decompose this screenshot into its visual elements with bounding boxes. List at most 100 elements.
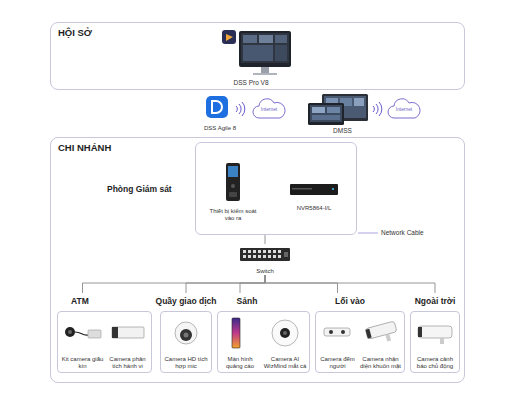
ad-display-icon (232, 318, 240, 348)
dss-agile-icon (206, 96, 228, 118)
fisheye-camera-icon (272, 320, 298, 346)
people-counting-camera-icon (341, 330, 345, 334)
device-node: Camera phân tích hành vi (105, 318, 150, 370)
switch-icon (263, 250, 266, 253)
box-camera-icon (112, 327, 144, 338)
dss-pro-monitor-icon (259, 35, 273, 43)
device-label: Camera cảnh báo chủ động (412, 356, 458, 370)
nvr-icon (332, 188, 334, 190)
dmss-monitor-icon (324, 96, 366, 118)
pinhole-camera-kit-icon (68, 330, 72, 334)
network-cable (265, 235, 266, 244)
wifi-symbol (236, 102, 245, 116)
room-panel: Thiết bị kiểm soát vào ra NVR5864-I/L Phòn… (105, 142, 357, 235)
zone-group: Camera đếm ngườiCamera nhận diện khuôn m… (315, 293, 405, 373)
legend-entry: Network Cable (358, 229, 424, 236)
pinhole-camera-kit-icon (75, 332, 88, 335)
dmss-monitor-icon (340, 98, 352, 106)
wifi-symbol (376, 104, 378, 114)
device-node: Camera đếm người (317, 318, 358, 370)
dss-pro-monitor-icon (239, 31, 291, 67)
heading: Sảnh (237, 296, 258, 306)
dss-pro-monitor-icon (226, 34, 233, 41)
switch-icon (248, 250, 251, 253)
pinhole-camera-kit-icon (65, 327, 101, 338)
device-node: Màn hình quảng cáo (219, 318, 261, 370)
wifi-symbol (379, 102, 382, 116)
switch-icon (240, 248, 290, 261)
device-node: Camera cảnh báo chủ động (412, 318, 458, 370)
bullet-camera-icon (365, 329, 371, 339)
zone-group: Camera HD tích hợp micQuầy giao dịch (160, 293, 212, 373)
switch-icon (263, 255, 266, 258)
dmss-monitor-icon (327, 107, 340, 113)
device-label: DMSS (305, 127, 380, 134)
bullet-camera-icon (440, 338, 444, 344)
device-node: Camera nhận diện khuôn mặt (358, 318, 403, 370)
device-label: Camera HD tích hợp mic (162, 356, 210, 370)
ad-display-icon (232, 318, 240, 348)
device-label: Switch (235, 268, 295, 275)
dss-pro-monitor-icon (275, 35, 287, 43)
wifi-symbol (373, 106, 374, 112)
device-node: Thiết bị kiểm soát vào ra (205, 158, 261, 222)
dmss-monitor-icon (354, 98, 364, 106)
switch-node: Switch (235, 244, 295, 275)
dss-pro-monitor-icon (241, 33, 289, 63)
bullet-camera-icon (418, 327, 422, 337)
network-cable (186, 275, 265, 293)
people-counting-camera-icon (324, 328, 350, 336)
zone-group: Camera cảnh báo chủ độngNgoài trời (410, 293, 460, 373)
legend: Network Cable (358, 229, 424, 236)
dss-pro-monitor-icon (261, 67, 269, 73)
nvr-icon (290, 184, 338, 195)
cloud-node: Internet (386, 97, 422, 121)
legend-text: Network Cable (381, 229, 424, 236)
dmss-monitor-icon (312, 107, 325, 113)
heading: ATM (71, 296, 89, 306)
device-label: Kit camera giấu kín (60, 356, 105, 370)
network-cable (240, 275, 265, 293)
heading: Lối vào (335, 296, 365, 306)
access-terminal-icon (226, 163, 240, 201)
cloud-label: Internet (251, 108, 287, 113)
cloud-node: Internet (251, 97, 287, 121)
fisheye-camera-icon (280, 328, 290, 338)
wifi-symbol (373, 102, 382, 116)
dome-camera-icon (184, 333, 189, 338)
dmss-monitor-icon (322, 94, 368, 121)
fisheye-camera-icon (283, 331, 287, 335)
device-label: Camera AI WizMind mắt cá (262, 356, 308, 370)
zone-group: Kit camera giấu kínCamera phân tích hành… (57, 293, 152, 373)
dmss-monitor-icon (310, 105, 342, 122)
zone-group: Màn hình quảng cáoCamera AI WizMind mắt … (217, 293, 310, 373)
box-camera-icon (112, 327, 144, 338)
dss-agile-icon (206, 96, 228, 118)
legend-line (358, 230, 378, 236)
app-node: DSS Agile 8 (195, 94, 245, 132)
heading: Phòng Giám sát (107, 184, 172, 194)
pinhole-camera-kit-icon (88, 330, 101, 338)
device-label: NVR5864-I/L (280, 205, 348, 212)
switch-icon (278, 250, 281, 253)
switch-icon (278, 255, 281, 258)
dss-pro-monitor-icon (222, 30, 291, 75)
bullet-camera-icon (418, 326, 452, 344)
pinhole-camera-kit-icon (65, 327, 75, 337)
access-terminal-icon (229, 192, 237, 197)
access-terminal-icon (226, 163, 240, 201)
people-counting-camera-icon (329, 330, 333, 334)
switch-icon (268, 250, 271, 253)
bullet-camera-icon (385, 334, 391, 342)
dmss-monitor-icon (308, 103, 344, 125)
device-node: Camera HD tích hợp mic (162, 318, 210, 370)
switch-icon (258, 250, 261, 253)
switch-icon (284, 252, 288, 257)
dome-camera-icon (175, 322, 197, 344)
device-label: DSS Agile 8 (195, 125, 245, 132)
app-node: DMSS (305, 93, 380, 134)
dmss-monitor-icon (308, 94, 368, 125)
device-label: Camera đếm người (317, 356, 358, 370)
device-node: Camera AI WizMind mắt cá (262, 318, 308, 370)
cloud-label: Internet (386, 108, 422, 113)
